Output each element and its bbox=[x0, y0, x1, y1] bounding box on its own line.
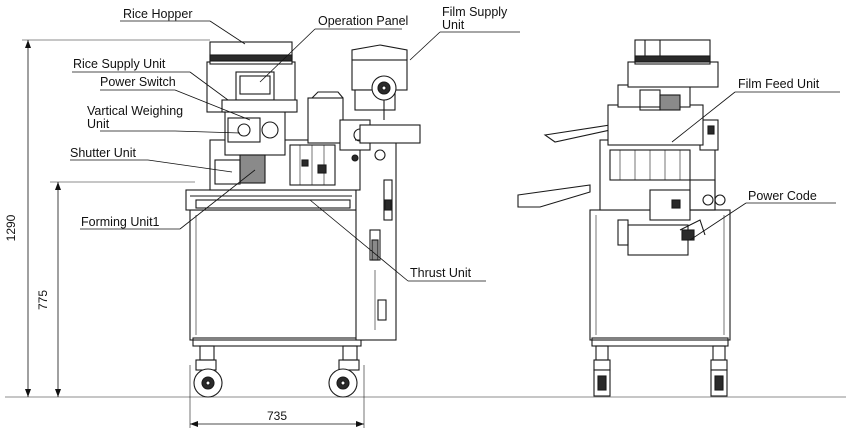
machine-front-view bbox=[185, 41, 421, 398]
label-shutter-unit: Shutter Unit bbox=[70, 146, 137, 160]
label-film-supply-line1: Film Supply bbox=[442, 5, 508, 19]
label-rice-hopper: Rice Hopper bbox=[123, 7, 192, 21]
machine-side-view bbox=[517, 39, 731, 397]
label-power-switch: Power Switch bbox=[100, 75, 176, 89]
dimension-lines bbox=[5, 39, 846, 428]
labels: Rice Hopper Operation Panel Film Supply … bbox=[70, 5, 820, 280]
label-film-feed-unit: Film Feed Unit bbox=[738, 77, 820, 91]
label-forming-unit: Forming Unit1 bbox=[81, 215, 160, 229]
dimension-total-height: 1290 bbox=[4, 214, 18, 241]
dimension-values: 1290 775 735 bbox=[4, 214, 287, 423]
label-operation-panel: Operation Panel bbox=[318, 14, 408, 28]
label-vertical-weighing-line2: Unit bbox=[87, 117, 110, 131]
label-thrust-unit: Thrust Unit bbox=[410, 266, 472, 280]
label-film-supply-line2: Unit bbox=[442, 18, 465, 32]
dimension-table-height: 775 bbox=[36, 290, 50, 310]
label-power-code: Power Code bbox=[748, 189, 817, 203]
label-rice-supply-unit: Rice Supply Unit bbox=[73, 57, 166, 71]
label-vertical-weighing-line1: Vartical Weighing bbox=[87, 104, 183, 118]
dimension-width: 735 bbox=[267, 409, 287, 423]
leader-lines bbox=[70, 20, 840, 282]
